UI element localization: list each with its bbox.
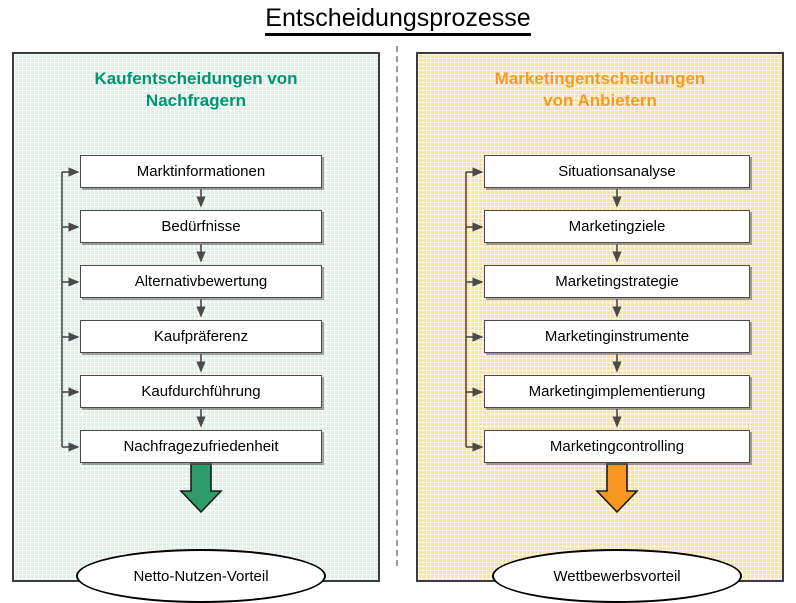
panel-demand-connectors [61, 167, 223, 514]
outcome-ellipse[interactable]: Wettbewerbsvorteil [492, 549, 742, 603]
panel-demand: Kaufentscheidungen von Nachfragern [12, 52, 380, 603]
process-box[interactable]: Alternativbewertung [80, 265, 322, 298]
process-box[interactable]: Marktinformationen [80, 155, 322, 188]
process-box[interactable]: Marketingstrategie [484, 265, 750, 298]
process-box[interactable]: Marketingimplementierung [484, 375, 750, 408]
block-arrow-supply [595, 463, 639, 514]
process-box[interactable]: Marketingziele [484, 210, 750, 243]
panel-supply-flow: Situationsanalyse Marketingziele Marketi… [418, 54, 782, 603]
process-box[interactable]: Marketinginstrumente [484, 320, 750, 353]
process-box[interactable]: Bedürfnisse [80, 210, 322, 243]
panel-supply: Marketingentscheidungen von Anbietern [416, 52, 784, 603]
panel-divider [396, 46, 398, 566]
page-title-text: Entscheidungsprozesse [265, 4, 531, 36]
process-box[interactable]: Kaufdurchführung [80, 375, 322, 408]
process-box[interactable]: Marketingcontrolling [484, 430, 750, 463]
process-box[interactable]: Nachfragezufriedenheit [80, 430, 322, 463]
panel-demand-heading: Kaufentscheidungen von Nachfragern [94, 69, 298, 110]
panel-supply-connectors [465, 167, 639, 514]
process-box[interactable]: Kaufpräferenz [80, 320, 322, 353]
block-arrow-demand [179, 463, 223, 514]
page-title: Entscheidungsprozesse [0, 4, 796, 36]
process-box[interactable]: Situationsanalyse [484, 155, 750, 188]
panel-supply-heading: Marketingentscheidungen von Anbietern [494, 69, 706, 110]
panel-demand-flow: Marktinformationen Bedürfnisse Alternati… [14, 54, 378, 603]
outcome-ellipse[interactable]: Netto-Nutzen-Vorteil [76, 549, 326, 603]
